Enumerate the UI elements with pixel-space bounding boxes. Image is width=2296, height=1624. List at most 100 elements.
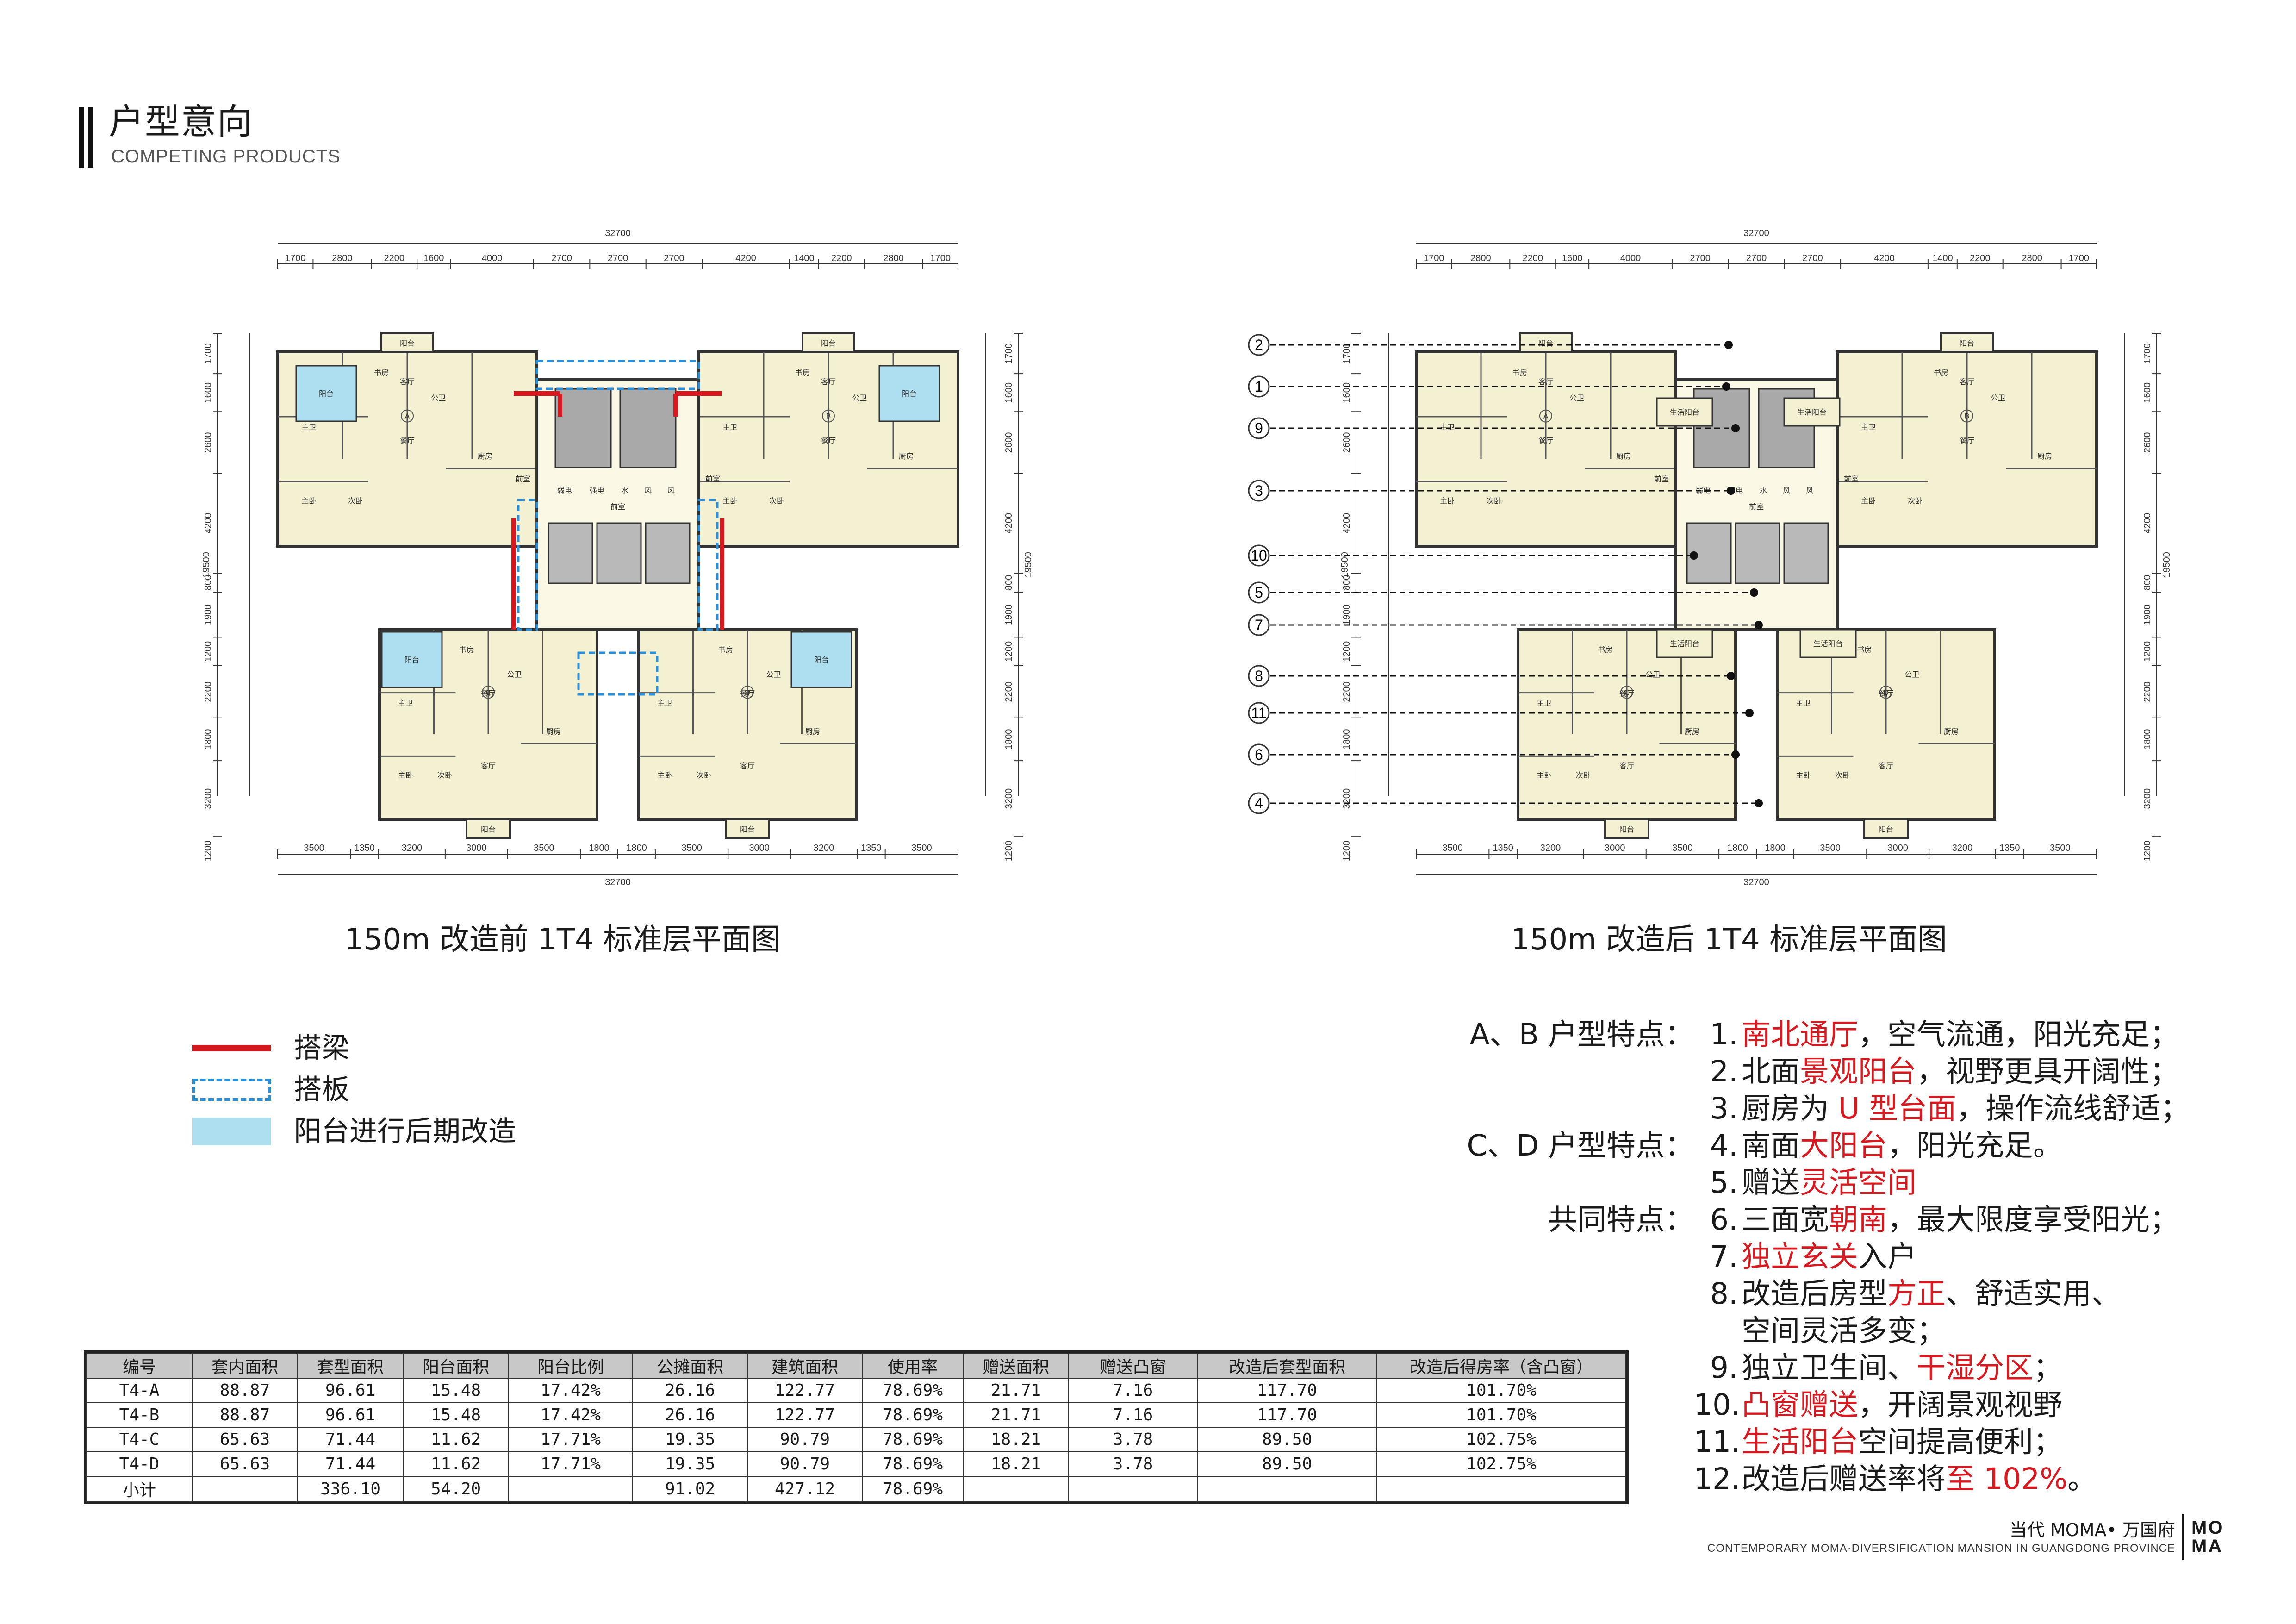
- dimension-text: 2700: [1690, 253, 1711, 263]
- dimension-text: 19500: [201, 552, 212, 578]
- feature-text: 南北通厅，空气流通，阳光充足；: [1742, 1018, 2179, 1051]
- room-label: 前室: [1844, 475, 1859, 483]
- dimension-text: 800: [1004, 575, 1014, 590]
- dimension-text: 4000: [482, 253, 503, 263]
- dimension-text: 1350: [1493, 843, 1513, 853]
- dimension-text: 3000: [749, 843, 770, 853]
- table-cell: [1068, 1476, 1198, 1502]
- column-header: 阳台面积: [403, 1353, 509, 1379]
- slab-outline: [577, 651, 659, 696]
- room-label: 次卧: [769, 497, 784, 506]
- room-label: 公卫: [1569, 394, 1584, 402]
- feature-number: 11.: [1694, 1425, 1741, 1459]
- feature-item: 5.赠送灵活空间: [1435, 1164, 2268, 1201]
- column-header: 使用率: [862, 1353, 964, 1379]
- table-cell: 427.12: [747, 1476, 863, 1502]
- feature-number: 3.: [1710, 1092, 1738, 1125]
- callout-dot: [1755, 621, 1763, 629]
- room-label: 主卧: [1796, 771, 1811, 780]
- dimension-text: 3500: [2050, 843, 2071, 853]
- room-label: 厨房: [546, 727, 561, 736]
- feature-category: [1435, 1238, 1694, 1275]
- room-label: 客厅: [740, 762, 755, 770]
- room-label: 客厅: [821, 377, 836, 386]
- feature-text: 北面景观阳台，视野更具开阔性；: [1742, 1055, 2179, 1088]
- dimension-text: 1350: [1999, 843, 2020, 853]
- room-label: 厨房: [478, 452, 492, 461]
- feature-category: [1435, 1164, 1694, 1201]
- dimension-text: 1800: [2142, 729, 2153, 750]
- room-label: 主卧: [1537, 771, 1551, 780]
- feature-text: 南面大阳台，阳光充足。: [1742, 1129, 2062, 1162]
- dimension-text: 1700: [2069, 253, 2090, 263]
- table-cell: 71.44: [297, 1427, 404, 1452]
- table-cell: 17.42%: [508, 1378, 633, 1403]
- table-cell: 26.16: [632, 1378, 748, 1403]
- room-label: 公卫: [1904, 670, 1919, 679]
- dimension-text: 32700: [605, 877, 631, 887]
- table-cell: 336.10: [297, 1476, 404, 1502]
- balcony: [380, 332, 434, 353]
- unit-letter: A: [405, 412, 410, 421]
- dimension-text: 1200: [1004, 841, 1014, 862]
- feature-item: 11.生活阳台空间提高便利；: [1435, 1424, 2268, 1461]
- room-label: 次卧: [697, 771, 711, 780]
- dimension-text: 32700: [1743, 877, 1769, 887]
- room-label: 主卫: [1861, 423, 1876, 431]
- slab-outline: [517, 499, 538, 631]
- room-label: 厨房: [1685, 727, 1699, 736]
- callout-dot: [1750, 588, 1758, 597]
- balcony: [1940, 332, 1994, 353]
- room-label: 阳台: [1538, 339, 1553, 348]
- feature-number: 7.: [1710, 1240, 1738, 1274]
- table-cell: 102.75%: [1376, 1451, 1626, 1477]
- dimension-text: 1800: [1765, 843, 1786, 853]
- dimension-text: 1400: [794, 253, 815, 263]
- dimension-text: 2200: [2142, 681, 2153, 702]
- dimension-text: 3500: [534, 843, 554, 853]
- dimension-text: 3200: [2142, 788, 2153, 809]
- unit-letter: D: [1883, 688, 1889, 697]
- dimension-text: 4200: [1342, 513, 1352, 534]
- dimension-text: 2200: [1342, 681, 1352, 702]
- unit-marker: [741, 686, 754, 699]
- dimension-text: 2200: [1004, 681, 1014, 702]
- callout-dot: [1722, 382, 1730, 391]
- dimension-text: 2200: [831, 253, 852, 263]
- room-label: 主卫: [1537, 699, 1551, 707]
- balcony: [802, 332, 855, 353]
- table-cell: 96.61: [297, 1402, 404, 1428]
- feature-text: 改造后房型方正、舒适实用、: [1742, 1277, 2121, 1311]
- dimension-text: 1700: [203, 343, 213, 364]
- room-label: 书房: [374, 368, 389, 377]
- dimension-text: 2600: [203, 432, 213, 453]
- room-label: 生活阳台: [1797, 408, 1827, 417]
- red-line-swatch: [192, 1045, 271, 1051]
- dimension-text: 3500: [1672, 843, 1693, 853]
- table-cell: 17.71%: [508, 1451, 633, 1477]
- unit-marker: [1539, 409, 1552, 423]
- dimension-text: 800: [203, 575, 213, 590]
- table-cell: 65.63: [192, 1451, 298, 1477]
- column-header: 改造后套型面积: [1197, 1353, 1377, 1379]
- callout-circle: [1248, 665, 1270, 687]
- table-cell: 小计: [86, 1476, 193, 1502]
- dimension-text: 1350: [861, 843, 882, 853]
- room-label: 书房: [1857, 645, 1872, 654]
- dimension-text: 4200: [2142, 513, 2153, 534]
- table-cell: 18.21: [963, 1427, 1069, 1452]
- room-label: 阳台: [740, 825, 755, 834]
- table-cell: 78.69%: [862, 1476, 964, 1502]
- dimension-text: 1200: [1342, 641, 1352, 662]
- feature-category: 共同特点：: [1548, 1203, 1694, 1237]
- plan-before-caption: 150m 改造前 1T4 标准层平面图: [345, 923, 781, 957]
- feature-text: 独立卫生间、干湿分区；: [1742, 1351, 2062, 1385]
- dimension-text: 1800: [589, 843, 610, 853]
- elevator: [645, 522, 691, 584]
- room-label: 公卫: [1991, 394, 2005, 402]
- feature-item: A、B 户型特点：1.南北通厅，空气流通，阳光充足；: [1435, 1016, 2268, 1053]
- dimension-text: 4200: [1874, 253, 1895, 263]
- callout-number: 8: [1255, 668, 1263, 684]
